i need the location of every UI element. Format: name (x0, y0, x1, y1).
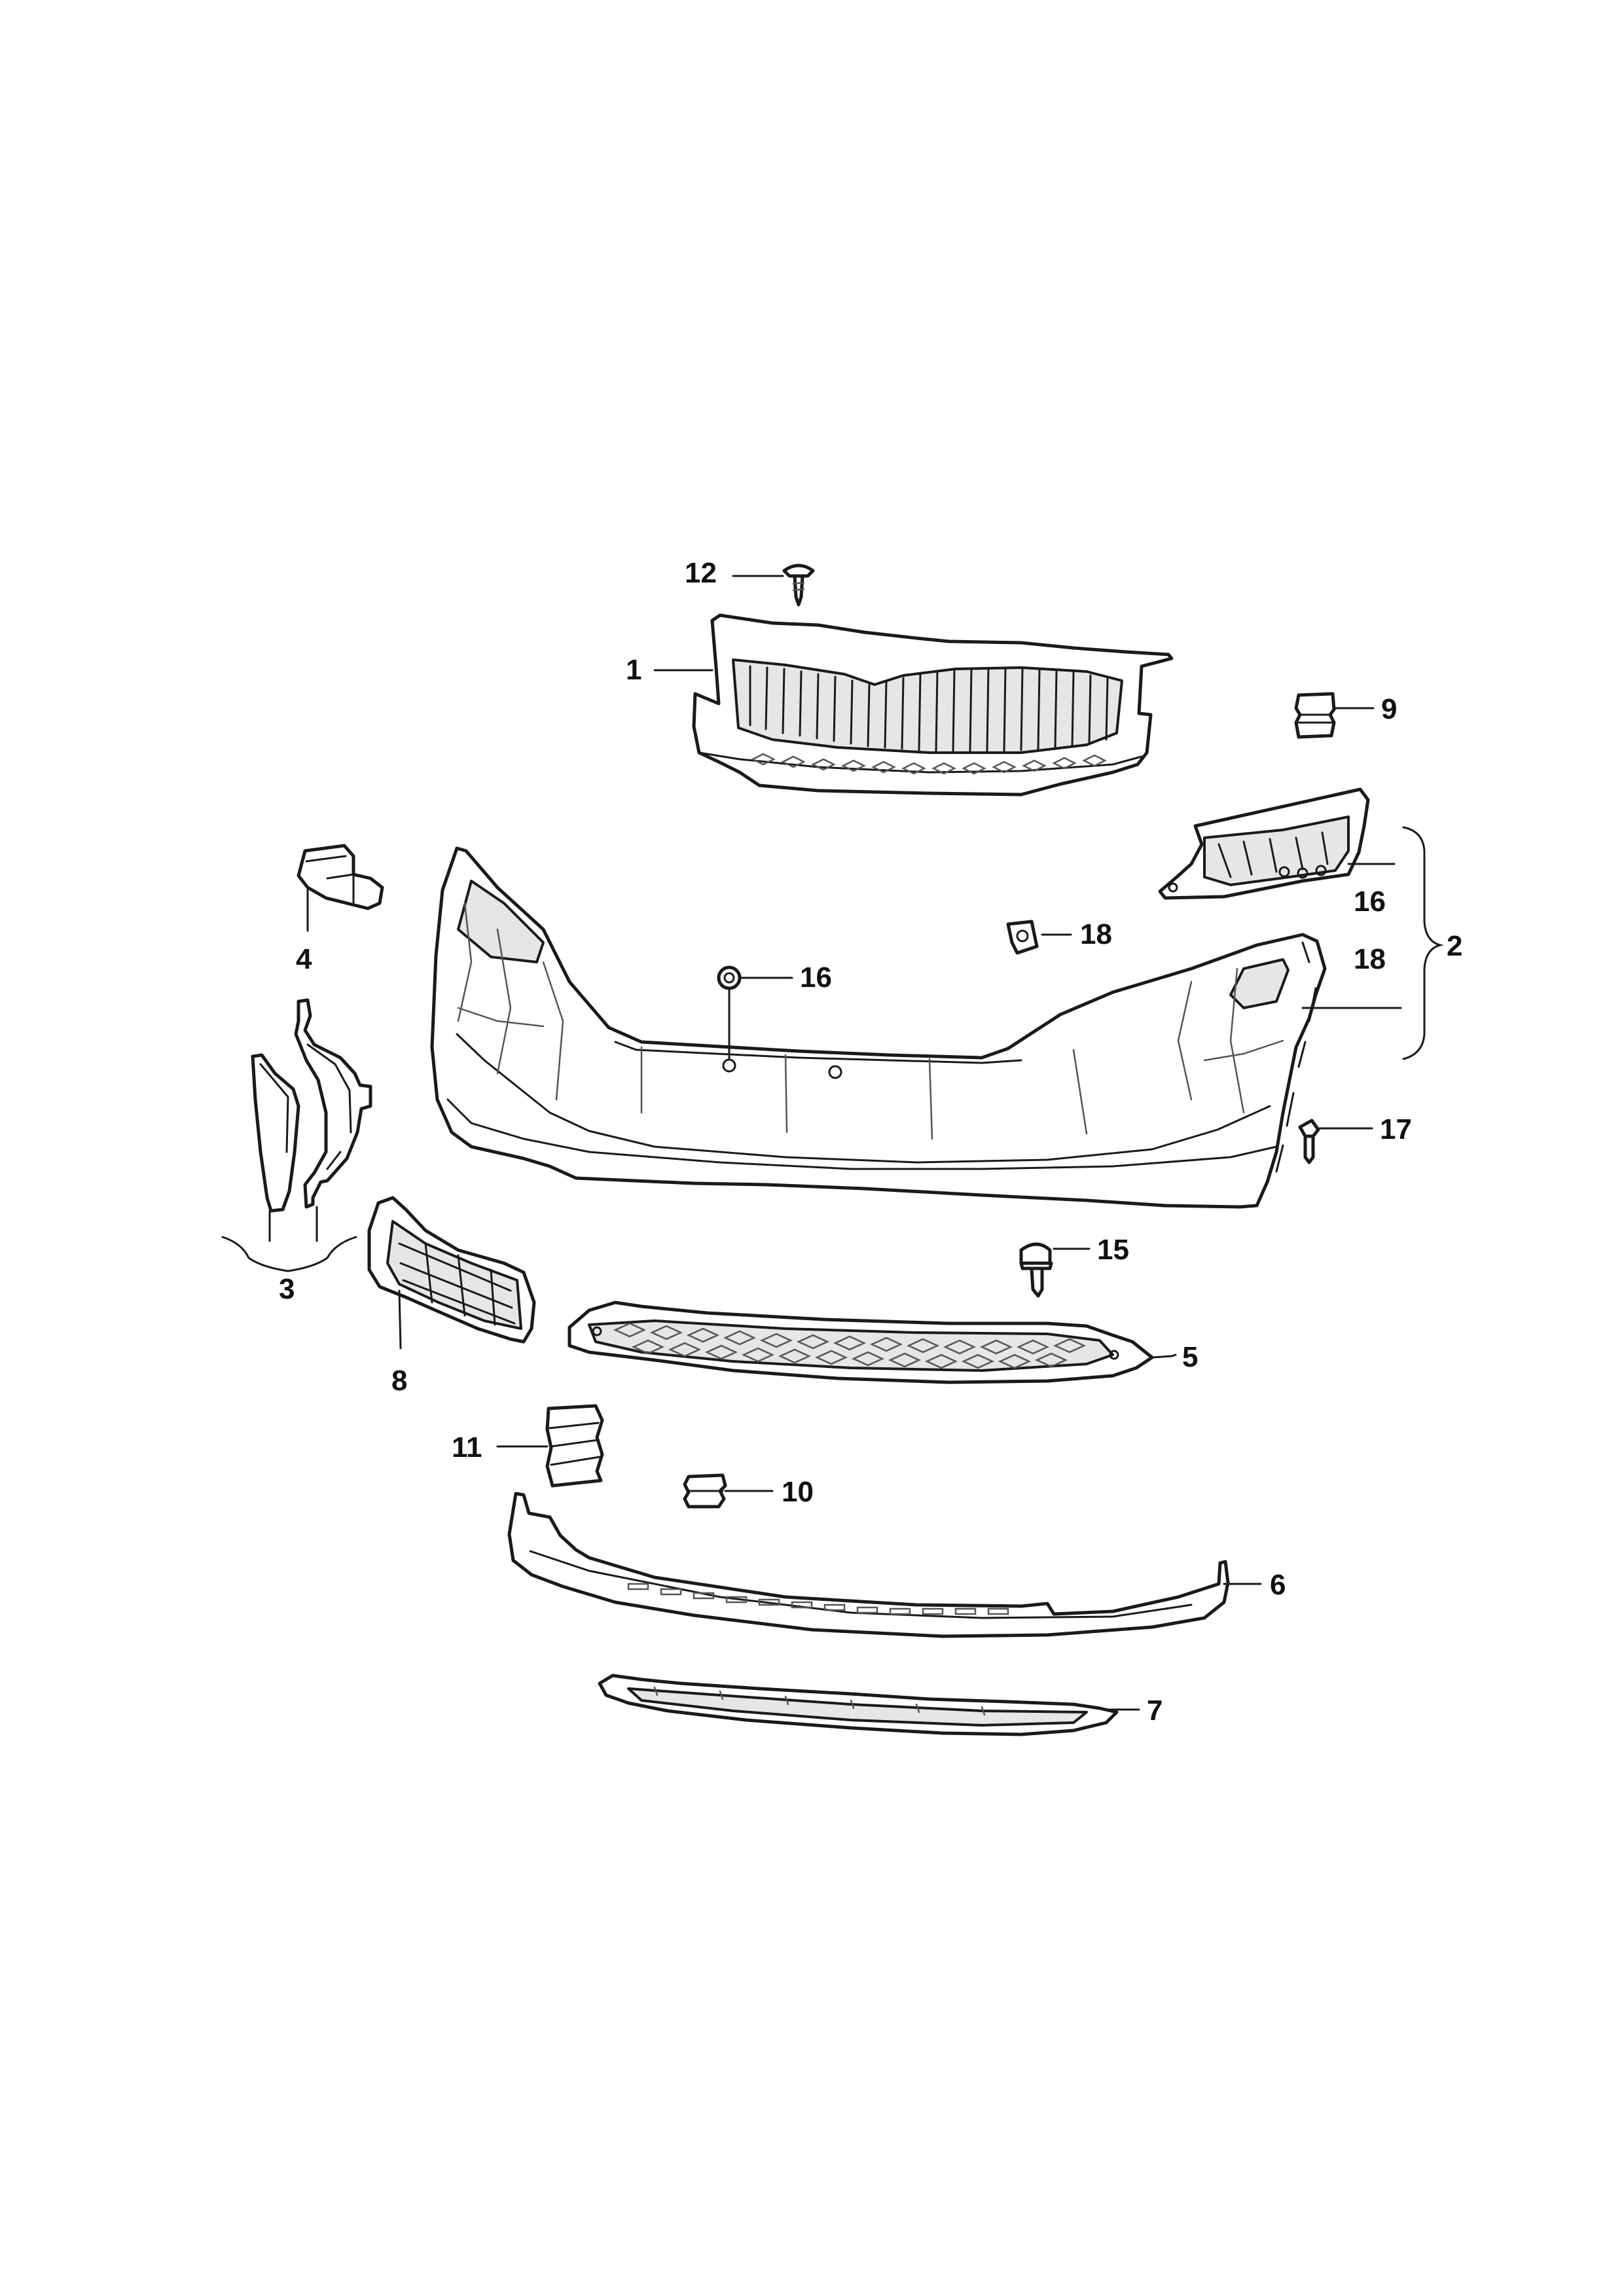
callout-5: 5 (1182, 1341, 1198, 1373)
part-17-screw (1298, 1119, 1320, 1164)
part-6-spoiler-lip (507, 1492, 1230, 1638)
callout-16: 16 (800, 961, 832, 994)
part-9-clip (1294, 692, 1336, 739)
part-15-screw (1019, 1242, 1053, 1298)
callout-6: 6 (1270, 1569, 1286, 1601)
part-4-bracket (297, 844, 384, 932)
grille-lower-mesh (751, 753, 1107, 775)
callout-4: 4 (296, 943, 312, 975)
callout-labels: 12 1 9 16 18 2 4 18 16 17 15 3 5 8 11 10… (279, 557, 1462, 1727)
part-10-clip (683, 1473, 727, 1509)
callout-2: 2 (1447, 930, 1462, 962)
callout-8: 8 (391, 1365, 407, 1397)
callout-16-bracket: 16 (1354, 886, 1386, 918)
grille-vertical-slats (749, 665, 1109, 753)
lower-grille-honeycomb (613, 1322, 1087, 1369)
leader-lines (221, 575, 1444, 1711)
part-18-nut (1006, 920, 1039, 955)
part-5-lower-grille (568, 1300, 1154, 1384)
part-3-side-trim-left (251, 1053, 300, 1213)
callout-3: 3 (279, 1273, 295, 1305)
callout-7: 7 (1147, 1695, 1163, 1727)
part-2-bracket (1158, 787, 1370, 900)
callout-12: 12 (685, 557, 717, 589)
callout-1: 1 (626, 654, 641, 686)
part-8-fog-grille (367, 1196, 536, 1344)
part-16-grommet (717, 965, 742, 990)
spoiler-slots (627, 1583, 1009, 1615)
callout-17: 17 (1380, 1113, 1412, 1145)
callout-10: 10 (782, 1476, 814, 1508)
bumper-cover (430, 846, 1327, 1209)
callout-18-bracket: 18 (1354, 943, 1386, 975)
callout-9: 9 (1381, 693, 1397, 725)
part-3-side-trim-right (294, 998, 372, 1209)
part-1-radiator-grille (692, 613, 1174, 797)
callout-15: 15 (1097, 1234, 1129, 1266)
part-12-screw (782, 564, 815, 607)
callout-18: 18 (1080, 918, 1112, 950)
callout-11: 11 (452, 1431, 482, 1463)
part-7-lower-panel (598, 1674, 1119, 1736)
part-11-trim-strip (545, 1404, 604, 1488)
